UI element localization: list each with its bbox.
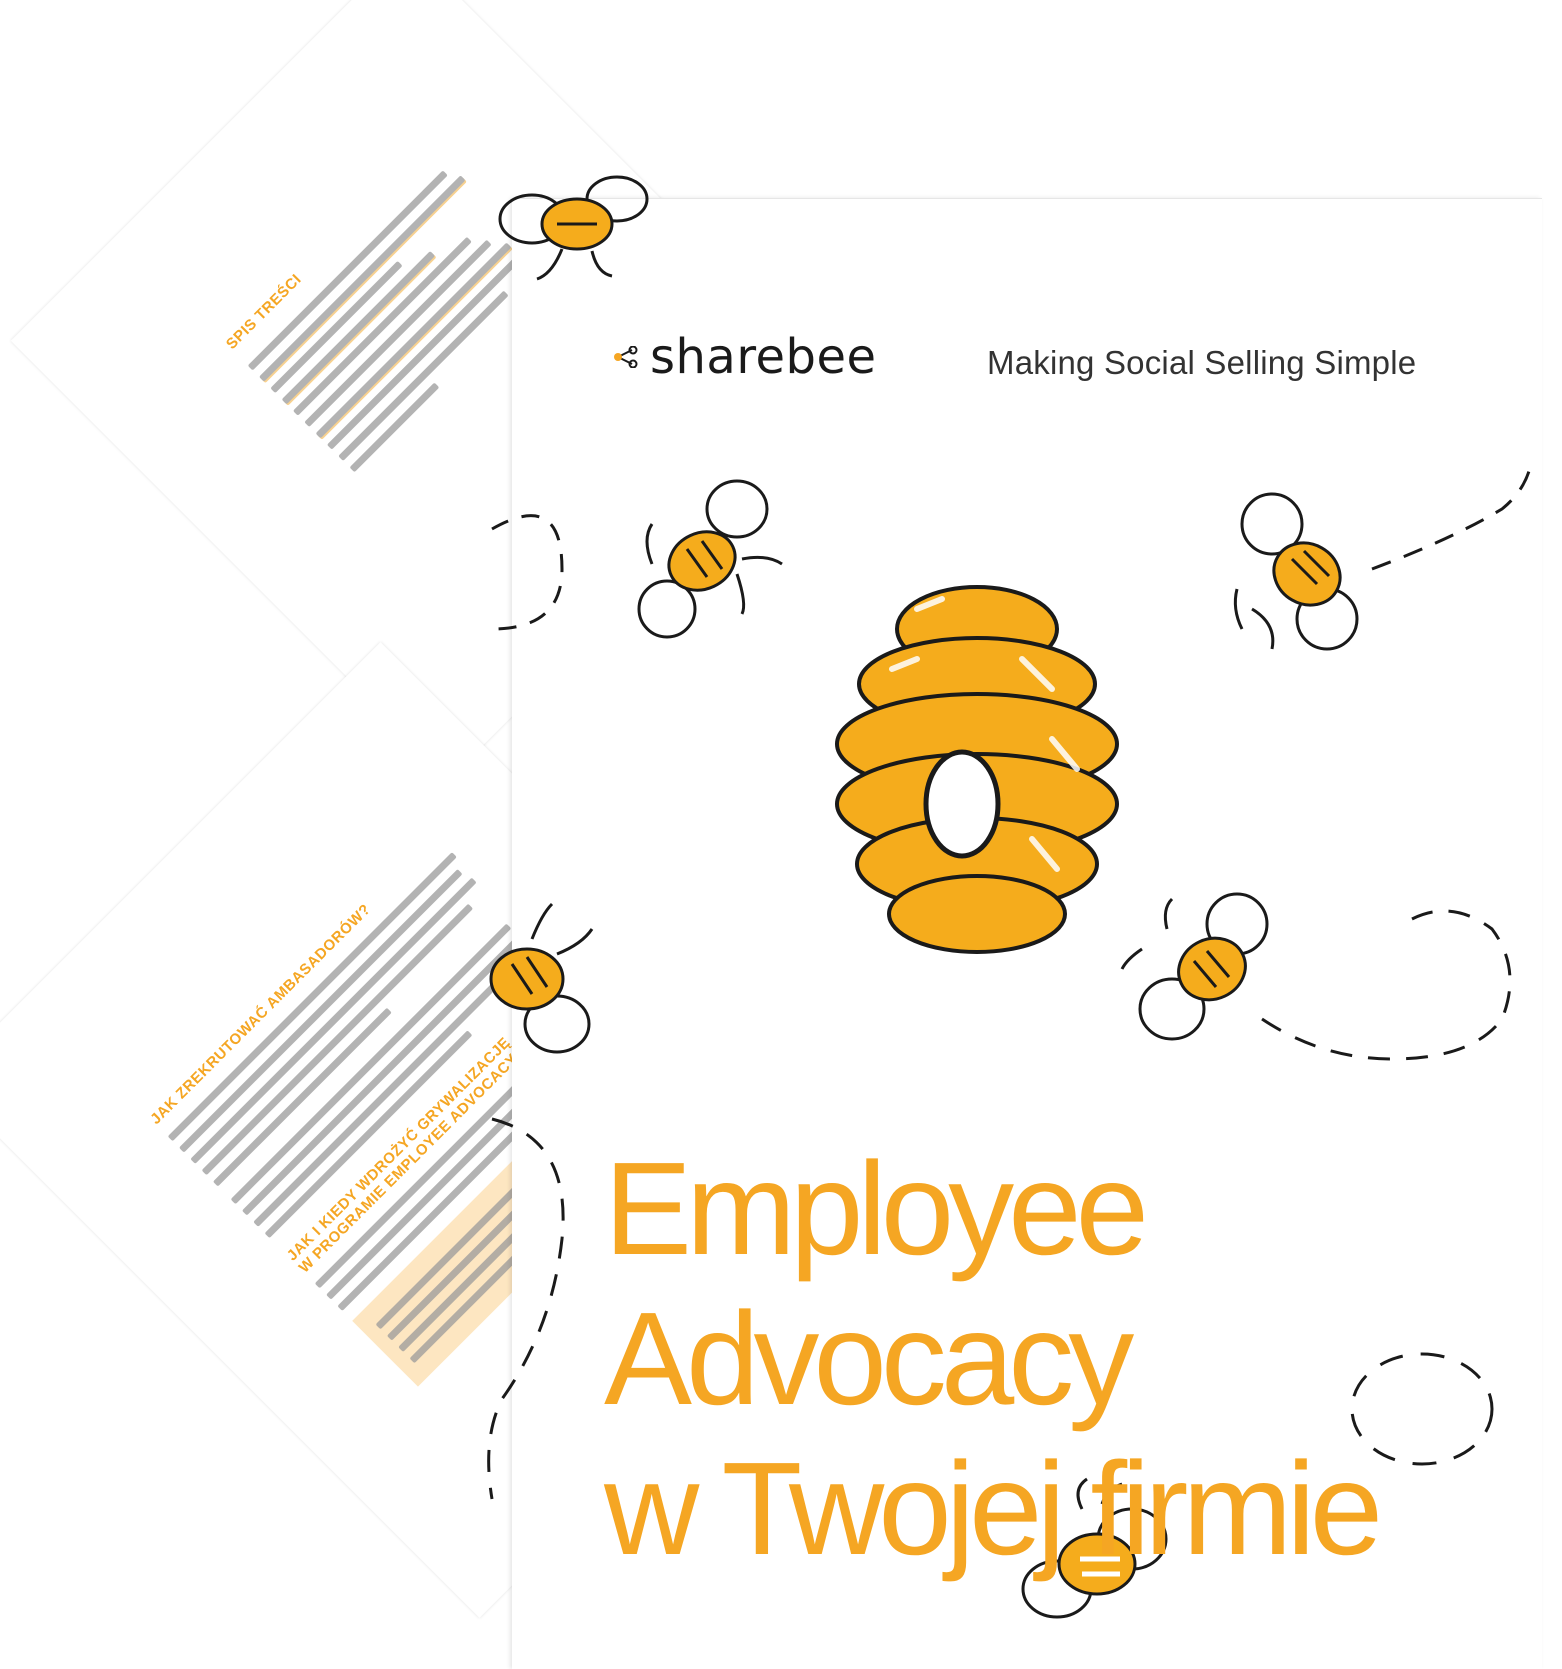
bee-icon	[1120, 892, 1512, 1061]
cover-title-line-2: Advocacy	[604, 1285, 1134, 1432]
bee-icon	[1021, 1477, 1168, 1619]
beehive-icon	[835, 585, 1119, 954]
brand-row: sharebee	[612, 329, 877, 385]
bee-icon	[491, 479, 783, 639]
bee-icon	[489, 902, 594, 1054]
sharebee-logo-icon	[614, 346, 638, 368]
bee-icon	[498, 175, 649, 281]
bee-icon	[1233, 458, 1534, 651]
cover-title-line-1: Employee	[604, 1135, 1149, 1282]
cover-page: sharebee Making Social Selling Simple	[487, 175, 1542, 1669]
dashed-trail	[1350, 1352, 1494, 1466]
dashed-trail	[487, 1117, 565, 1500]
brand-name: sharebee	[650, 329, 877, 385]
cover-title: Employee Advocacy w Twojej firmie	[604, 1134, 1383, 1584]
cover-title-line-3: w Twojej firmie	[604, 1435, 1383, 1582]
tagline: Making Social Selling Simple	[987, 344, 1417, 381]
